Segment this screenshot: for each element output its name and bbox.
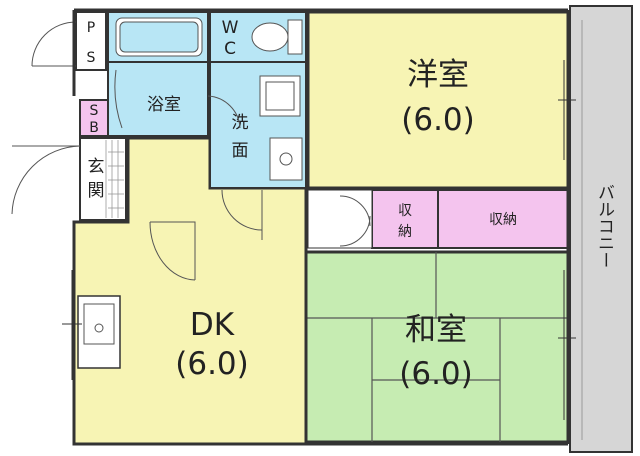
balcony-area [569, 5, 633, 453]
japanese-room-size: (6.0) [399, 356, 473, 392]
toilet-bowl [251, 22, 289, 52]
dk-room-name: DK [190, 307, 235, 343]
japanese-room-name: 和室 [405, 312, 467, 348]
storage-large [437, 189, 569, 249]
dk-room-size: (6.0) [175, 346, 249, 382]
balcony-label: バルコニー [594, 184, 614, 269]
washbasin [269, 137, 303, 181]
pipe-space [75, 11, 107, 71]
washing-machine [259, 75, 301, 117]
toilet-tank [287, 19, 303, 55]
bathroom-label: 浴室 [147, 95, 181, 115]
ps-label-bottom: S [87, 50, 96, 66]
tatami-lines [306, 252, 568, 442]
shoe-box [79, 99, 109, 137]
outer-walls [72, 8, 570, 446]
storage-small-label-top: 収 [398, 203, 412, 219]
sb-label-bottom: B [89, 120, 99, 136]
storage-small-label-bottom: 納 [398, 224, 412, 240]
storage-small [371, 189, 439, 249]
entrance-label-bottom: 関 [88, 181, 105, 201]
western-room-size: (6.0) [401, 102, 475, 138]
washroom-label-top: 洗 [232, 113, 249, 133]
western-room-name: 洋室 [407, 57, 469, 93]
wc-label-bottom: C [224, 39, 236, 59]
ps-label-top: P [87, 20, 95, 36]
front-door-swing [11, 145, 81, 215]
sb-label-top: S [90, 103, 99, 119]
entrance-label-top: 玄 [88, 157, 105, 177]
washroom-label-bottom: 面 [232, 141, 249, 161]
wc-label-top: W [222, 18, 239, 38]
storage-large-label: 収納 [489, 212, 517, 228]
japanese-room [304, 250, 570, 444]
western-room [306, 10, 570, 190]
